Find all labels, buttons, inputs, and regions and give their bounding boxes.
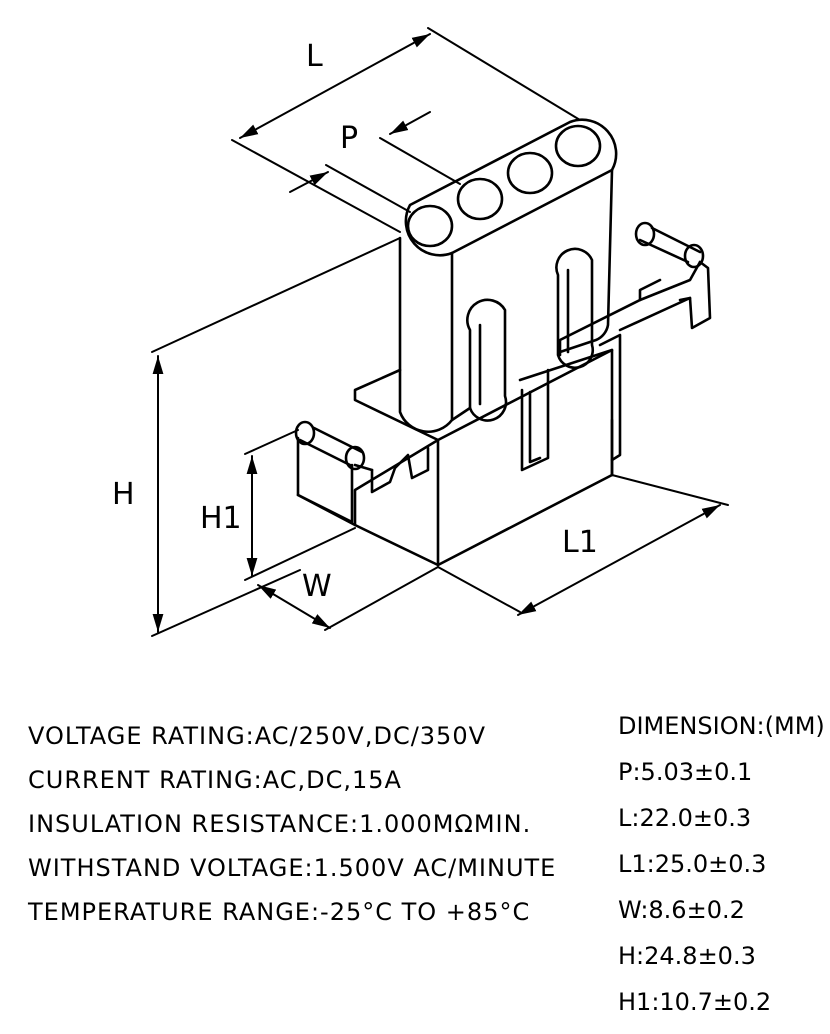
- dimension-l: L:22.0±0.3: [618, 804, 752, 832]
- current-rating: CURRENT RATING:AC,DC,15A: [28, 766, 402, 794]
- insulation-resistance: INSULATION RESISTANCE:1.000MΩMIN.: [28, 810, 532, 838]
- withstand-voltage: WITHSTAND VOLTAGE:1.500V AC/MINUTE: [28, 854, 557, 882]
- label-L1: L1: [562, 525, 598, 560]
- latch-cylinders: [294, 221, 705, 471]
- connector-drawing: L P H H1 W L1: [112, 27, 729, 637]
- dimension-h1: H1:10.7±0.2: [618, 988, 772, 1016]
- temperature-range: TEMPERATURE RANGE:-25°C TO +85°C: [28, 898, 531, 926]
- dimension-table: DIMENSION:(MM) P:5.03±0.1 L:22.0±0.3 L1:…: [618, 712, 828, 1034]
- dimension-title: DIMENSION:(MM): [618, 712, 825, 740]
- label-H1: H1: [200, 501, 242, 536]
- dimension-w: W:8.6±0.2: [618, 896, 745, 924]
- label-L: L: [306, 39, 323, 74]
- label-H: H: [112, 477, 135, 512]
- ratings-list: VOLTAGE RATING:AC/250V,DC/350V CURRENT R…: [28, 722, 588, 942]
- voltage-rating: VOLTAGE RATING:AC/250V,DC/350V: [28, 722, 487, 750]
- dimension-p: P:5.03±0.1: [618, 758, 753, 786]
- dimension-l1: L1:25.0±0.3: [618, 850, 767, 878]
- pin-holder: [398, 118, 618, 433]
- label-W: W: [302, 569, 332, 604]
- dimension-h: H:24.8±0.3: [618, 942, 756, 970]
- dimension-lines: [151, 27, 729, 637]
- label-P: P: [340, 121, 358, 156]
